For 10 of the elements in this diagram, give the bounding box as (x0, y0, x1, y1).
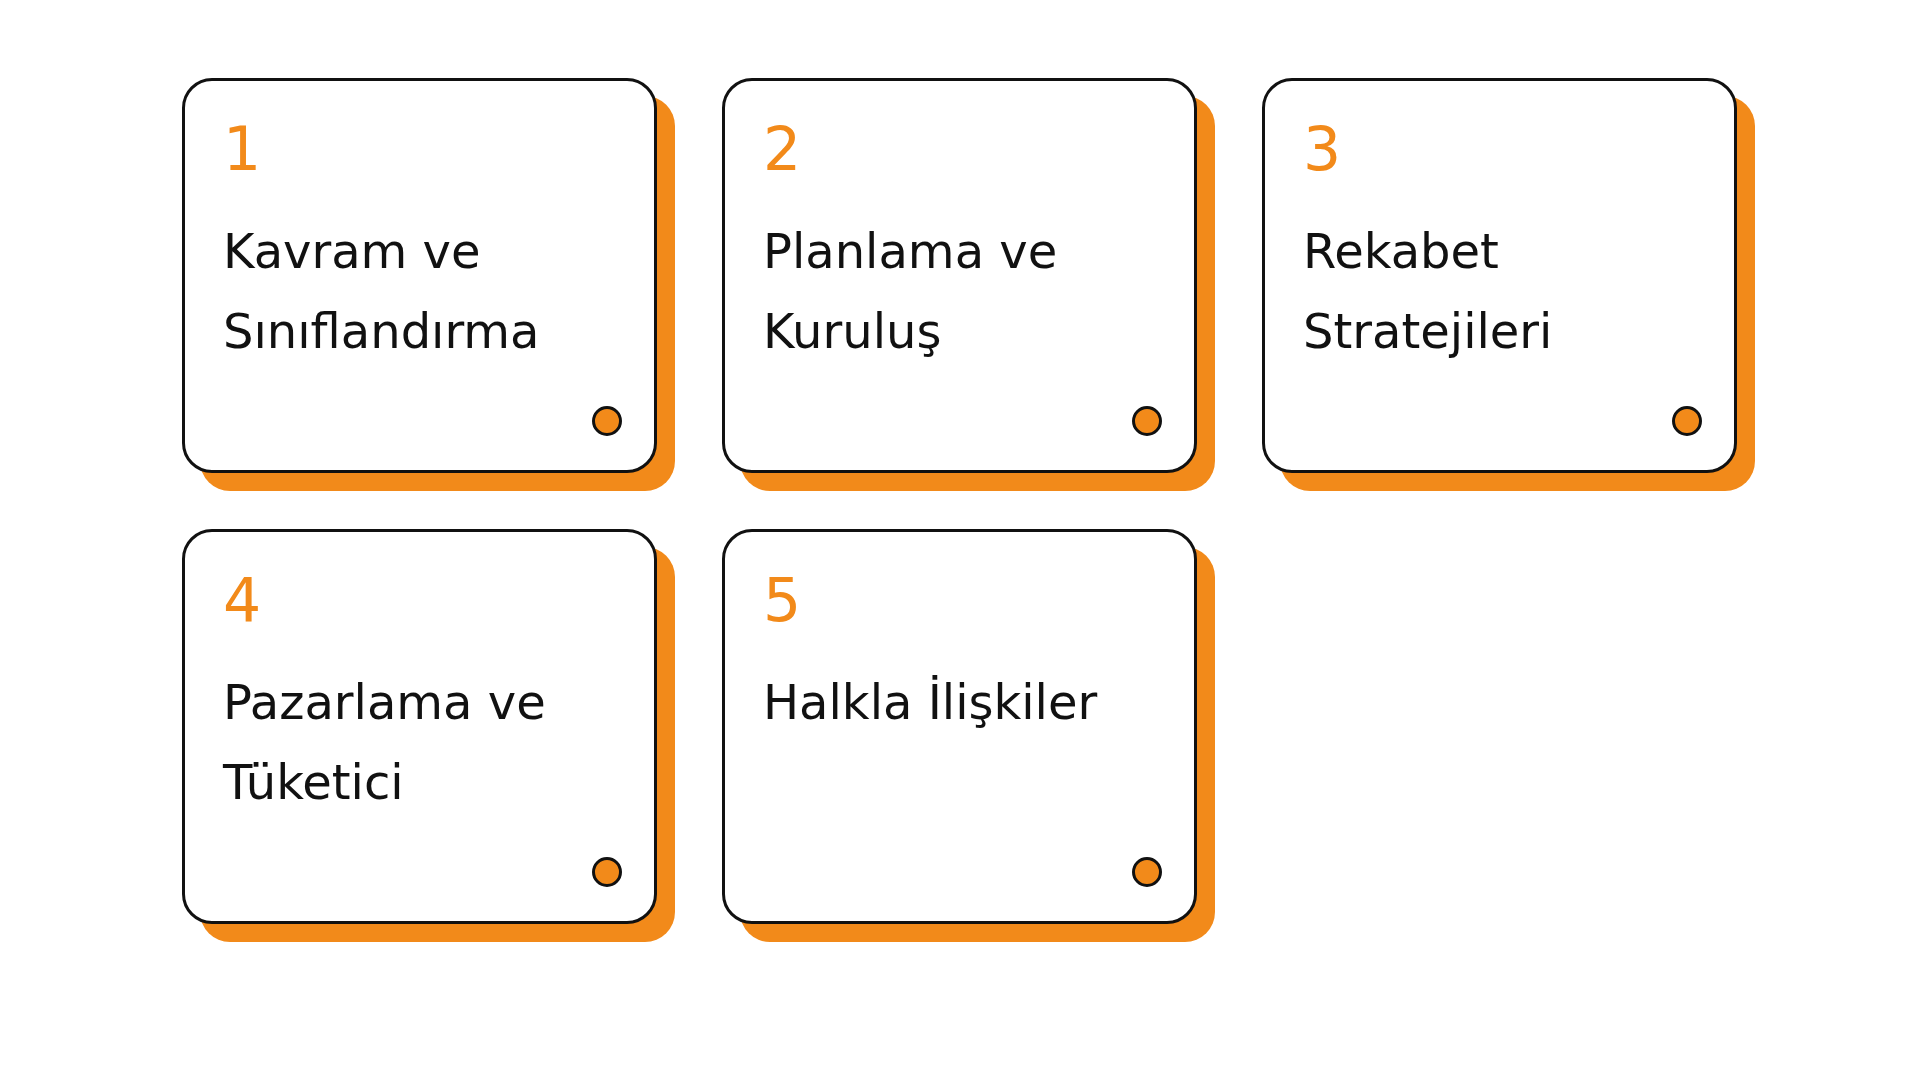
topic-title: Halkla İlişkiler (763, 673, 1099, 732)
step-number: 3 (1303, 119, 1342, 179)
topic-title: Pazarlama ve Tüketici (223, 673, 547, 812)
topic-title: Planlama ve Kuruluş (763, 222, 1059, 361)
topic-title: Rekabet Stratejileri (1303, 222, 1554, 361)
step-number: 5 (763, 570, 802, 630)
step-number: 2 (763, 119, 802, 179)
step-number: 1 (223, 119, 262, 179)
topic-title: Kavram ve Sınıflandırma (223, 222, 541, 361)
step-number: 4 (223, 570, 262, 630)
